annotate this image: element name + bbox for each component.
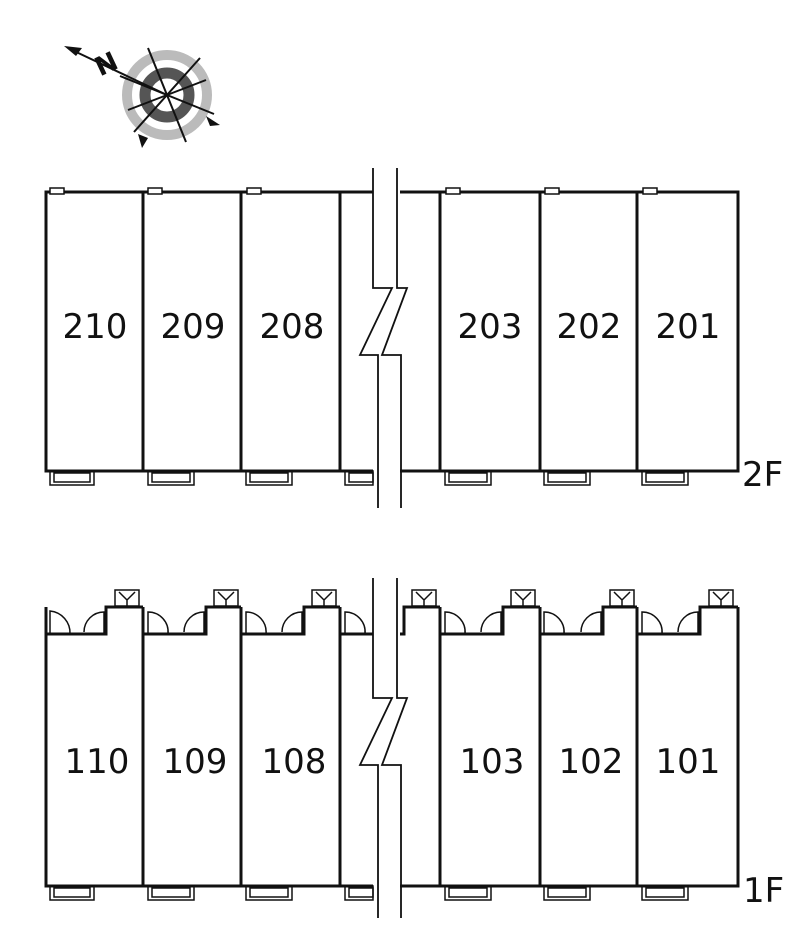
floor-1f-plan xyxy=(44,578,740,918)
floor-1f-labels: 110 109 108 103 102 101 1F xyxy=(65,742,785,911)
unit-label: 103 xyxy=(460,742,525,782)
unit-label: 202 xyxy=(557,307,622,347)
floor-2f-plan xyxy=(44,168,740,508)
compass-inner-ring xyxy=(139,67,195,123)
compass-arrow-south xyxy=(206,116,220,126)
unit-label: 108 xyxy=(262,742,327,782)
compass-arrow-west xyxy=(138,134,148,148)
unit-label: 203 xyxy=(458,307,523,347)
floor-label-1f: 1F xyxy=(743,871,784,911)
unit-label: 210 xyxy=(63,307,128,347)
unit-label: 101 xyxy=(656,742,721,782)
compass-needle xyxy=(71,47,215,143)
unit-label: 109 xyxy=(163,742,228,782)
floor-2f-labels: 210 209 208 203 202 201 2F xyxy=(63,307,784,495)
unit-label: 208 xyxy=(260,307,325,347)
compass-outer-ring xyxy=(122,50,212,140)
unit-label: 102 xyxy=(559,742,624,782)
floor-label-2f: 2F xyxy=(742,455,783,495)
compass-north-letter: N xyxy=(90,47,122,83)
unit-label: 110 xyxy=(65,742,130,782)
compass: N xyxy=(64,46,220,148)
unit-label: 209 xyxy=(161,307,226,347)
compass-arrow-north xyxy=(64,46,82,56)
unit-label: 201 xyxy=(656,307,721,347)
